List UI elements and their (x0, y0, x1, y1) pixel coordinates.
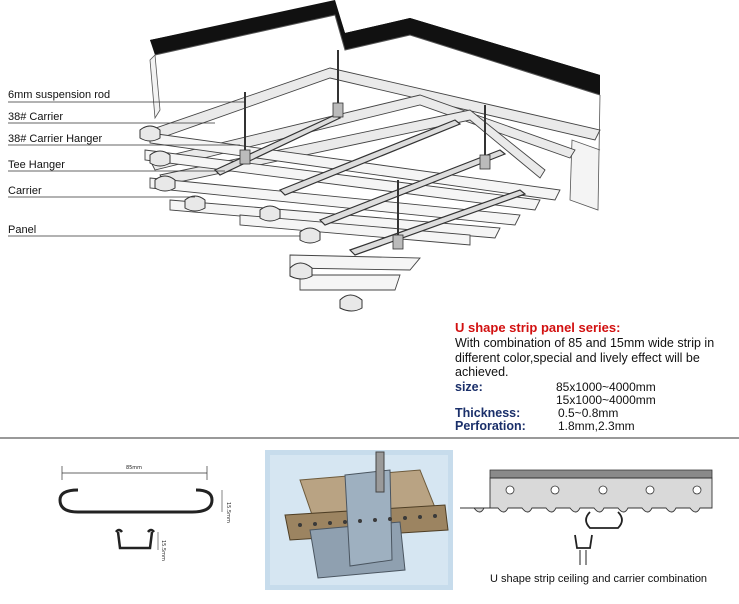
concrete-slab (150, 2, 600, 88)
wall-right (569, 94, 601, 211)
callout-leaders (8, 101, 300, 237)
thickness-label: Thickness: (455, 406, 521, 420)
u-profile-section (58, 488, 214, 514)
hangers (239, 102, 491, 250)
carrier-photo (265, 450, 453, 590)
combination-section-drawing (460, 469, 713, 565)
width-dim-label: 85mm (126, 465, 142, 471)
wall-left (149, 54, 161, 120)
carrier-profile (460, 477, 713, 513)
panel-profiles (139, 125, 363, 312)
size-label: size: (455, 380, 483, 394)
height-dim-label: 15.5mm (225, 502, 231, 523)
spec-title: U shape strip panel series: (455, 320, 621, 335)
small-profile-section (116, 531, 154, 550)
small-height-dim-label: 15.5mm (160, 540, 166, 561)
callout-carrier: Carrier (8, 185, 42, 197)
callout-38-carrier: 38# Carrier (8, 111, 64, 123)
callout-tee-hanger: Tee Hanger (8, 159, 65, 171)
perforation-value: 1.8mm,2.3mm (558, 419, 635, 433)
perforation-label: Perforation: (455, 419, 526, 433)
size-value-1: 85x1000~4000mm (556, 380, 656, 394)
profile-dimension-drawing: 85mm 15.5mm 15.5mm (58, 465, 231, 561)
suspension-rods (244, 50, 486, 240)
size-value-2: 15x1000~4000mm (556, 393, 656, 407)
combination-caption: U shape strip ceiling and carrier combin… (490, 573, 708, 585)
callout-carrier-hanger: 38# Carrier Hanger (8, 133, 103, 145)
spec-description: With combination of 85 and 15mm wide str… (455, 336, 715, 379)
callout-panel: Panel (8, 224, 37, 236)
callout-suspension-rod: 6mm suspension rod (8, 89, 111, 101)
thickness-value: 0.5~0.8mm (558, 406, 619, 420)
